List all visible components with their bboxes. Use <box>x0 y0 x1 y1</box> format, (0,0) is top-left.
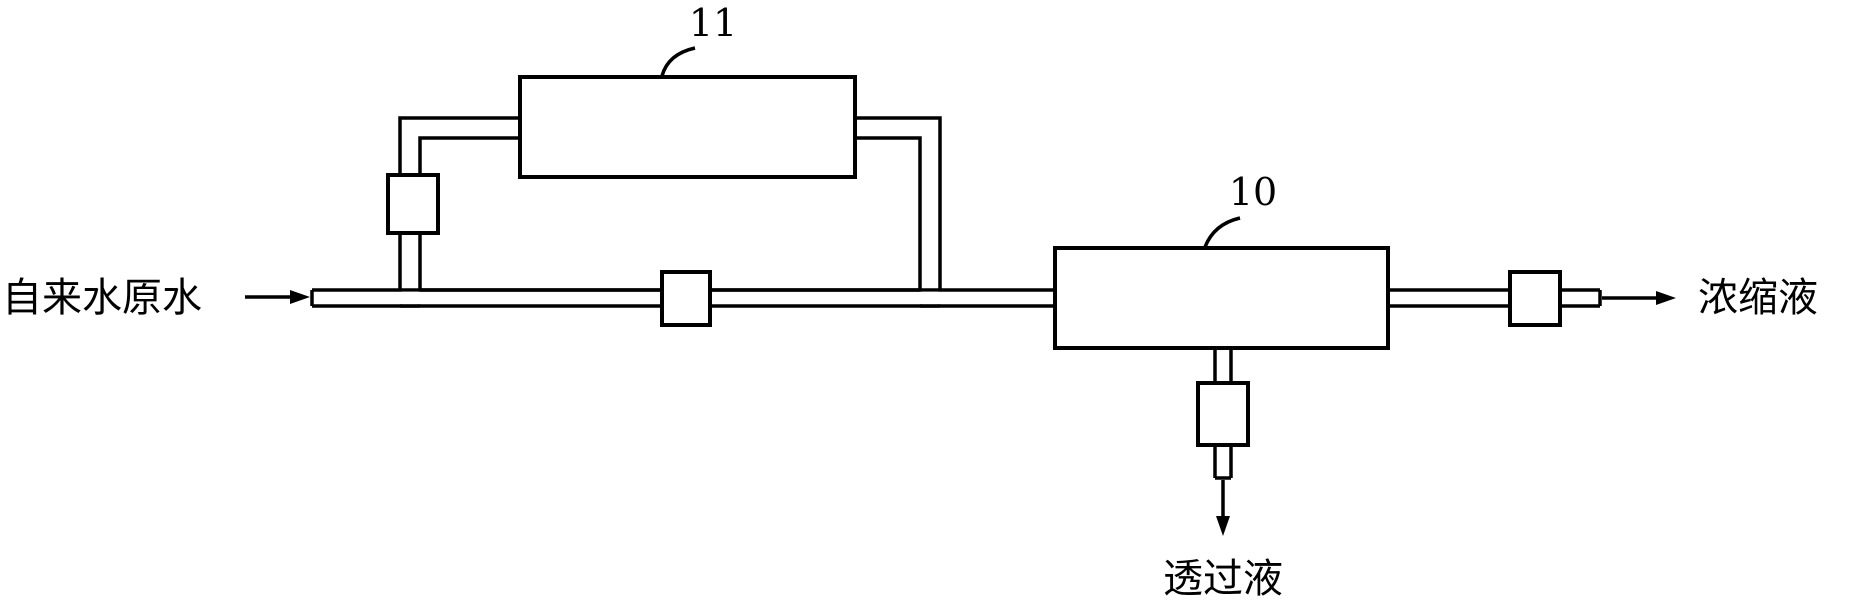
main-line-valve <box>660 270 712 327</box>
inlet-label: 自来水原水 <box>2 275 202 321</box>
permeate-valve <box>1196 381 1250 447</box>
concentrate-outlet-pipe <box>1388 288 1602 308</box>
permeate-label: 透过液 <box>1163 556 1283 602</box>
concentrate-valve <box>1508 270 1562 327</box>
inlet-arrow <box>245 290 310 304</box>
concentrate-arrow <box>1602 291 1676 305</box>
membrane-module-11 <box>518 75 857 179</box>
permeate-outlet-pipe <box>1213 348 1233 480</box>
module-10-callout: 10 <box>1203 170 1277 248</box>
module-11-callout: 11 <box>660 1 737 77</box>
module-10-number: 10 <box>1229 170 1277 214</box>
membrane-module-10 <box>1053 246 1390 350</box>
bypass-valve <box>386 173 440 235</box>
concentrate-label: 浓缩液 <box>1698 275 1818 321</box>
permeate-arrow <box>1216 480 1230 536</box>
bypass-outlet-pipe <box>855 116 942 290</box>
module-11-number: 11 <box>689 1 737 45</box>
